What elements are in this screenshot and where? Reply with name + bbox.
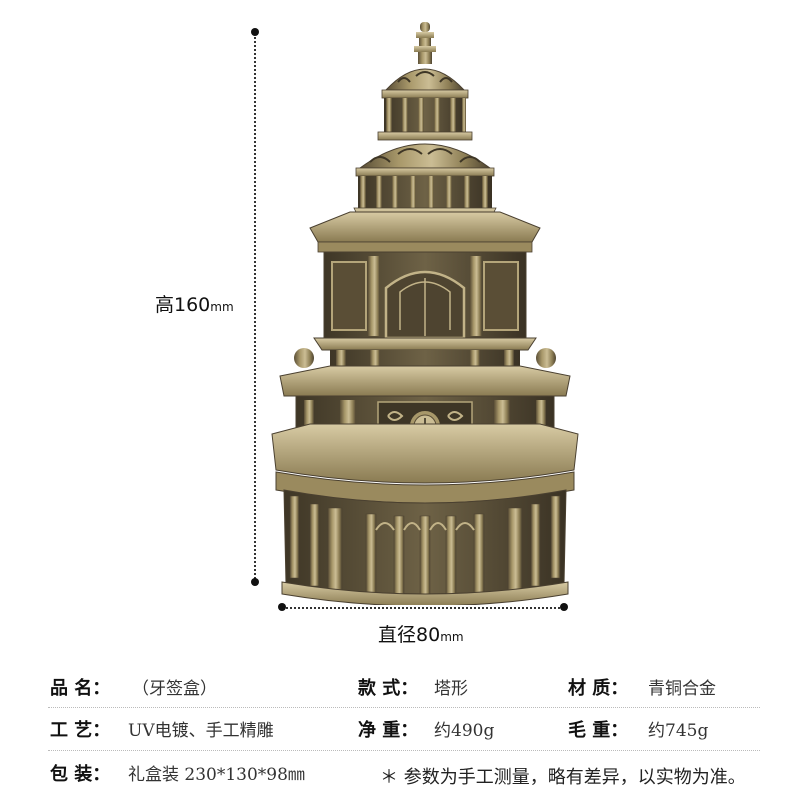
diameter-unit: mm (440, 630, 464, 644)
base-tier (271, 423, 579, 605)
diameter-dimension-line (282, 607, 564, 609)
packaging-value: 礼盒装 230*130*98㎜ (128, 765, 305, 785)
upper-tier (309, 211, 541, 351)
height-value: 高160 (155, 294, 211, 316)
spire (414, 22, 436, 64)
upper-dome (377, 68, 473, 141)
height-dimension-line (254, 32, 256, 583)
spec-row-1: 品 名： （牙签盒） 款 式： 塔形 材 质： 青铜合金 (50, 674, 760, 706)
material-label: 材 质： (568, 678, 629, 699)
diameter-value: 直径80 (378, 624, 441, 646)
net-weight-value: 约490g (434, 721, 495, 741)
packaging-label: 包 装： (50, 764, 111, 785)
height-unit: mm (210, 300, 234, 314)
craft-value: UV电镀、手工精雕 (128, 721, 274, 741)
spec-row-3: 包 装： 礼盒装 230*130*98㎜ ＊ 参数为手工测量，略有差异，以实物为… (50, 760, 760, 792)
net-weight-label: 净 重： (358, 720, 419, 741)
style-value: 塔形 (434, 679, 468, 699)
height-dim-bottom-dot (251, 578, 259, 586)
craft-label: 工 艺： (50, 720, 111, 741)
row-divider (48, 707, 760, 708)
height-dim-top-dot (251, 28, 259, 36)
diameter-dim-right-dot (560, 603, 568, 611)
material-value: 青铜合金 (648, 679, 716, 699)
gross-weight-label: 毛 重： (568, 720, 629, 741)
pagoda-toothpick-box-image (271, 22, 579, 605)
diameter-dim-left-dot (278, 603, 286, 611)
name-value: （牙签盒） (132, 679, 217, 699)
gross-weight-value: 约745g (648, 721, 709, 741)
spec-row-2: 工 艺： UV电镀、手工精雕 净 重： 约490g 毛 重： 约745g (50, 716, 760, 748)
diameter-label: 直径80mm (378, 620, 464, 647)
row-divider (48, 750, 760, 751)
style-label: 款 式： (358, 678, 419, 699)
height-label: 高160mm (155, 290, 234, 317)
measurement-note: ＊ 参数为手工测量，略有差异，以实物为准。 (380, 767, 746, 788)
name-label: 品 名： (50, 678, 111, 699)
